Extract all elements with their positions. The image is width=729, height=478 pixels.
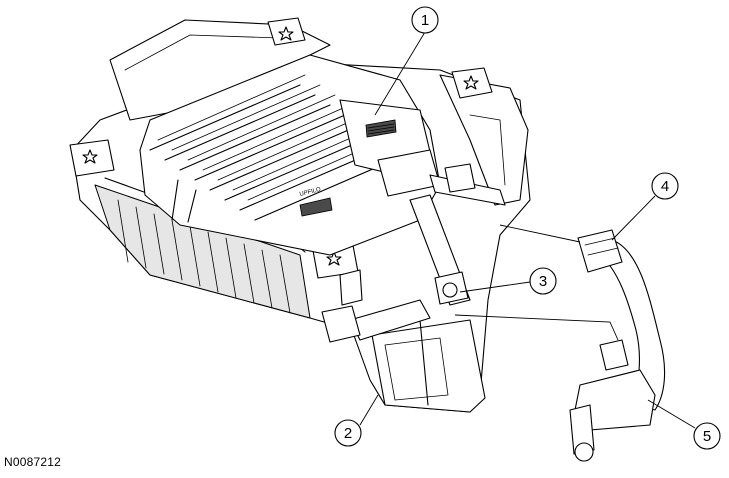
callout-3: 3 xyxy=(459,267,557,295)
callout-4: 4 xyxy=(611,172,679,241)
evap-canister: UPFILO xyxy=(139,54,441,256)
star-boss-right xyxy=(451,67,493,99)
mounting-bosses xyxy=(69,17,493,279)
reference-lines xyxy=(454,224,619,341)
hose-assembly xyxy=(321,163,506,343)
callout-5-label: 5 xyxy=(703,428,711,445)
svg-text:UPFILO: UPFILO xyxy=(299,187,322,198)
callout-1: 1 xyxy=(374,6,439,116)
callout-5: 5 xyxy=(647,399,721,450)
vent-hose xyxy=(569,229,666,462)
star-boss-left xyxy=(69,139,115,177)
callout-2-label: 2 xyxy=(344,425,352,442)
callout-1-label: 1 xyxy=(421,12,429,29)
star-boss-top xyxy=(267,17,306,46)
callout-3-label: 3 xyxy=(539,273,547,290)
callout-2: 2 xyxy=(334,394,379,447)
callout-4-label: 4 xyxy=(661,178,669,195)
figure-id: N0087212 xyxy=(4,455,61,469)
